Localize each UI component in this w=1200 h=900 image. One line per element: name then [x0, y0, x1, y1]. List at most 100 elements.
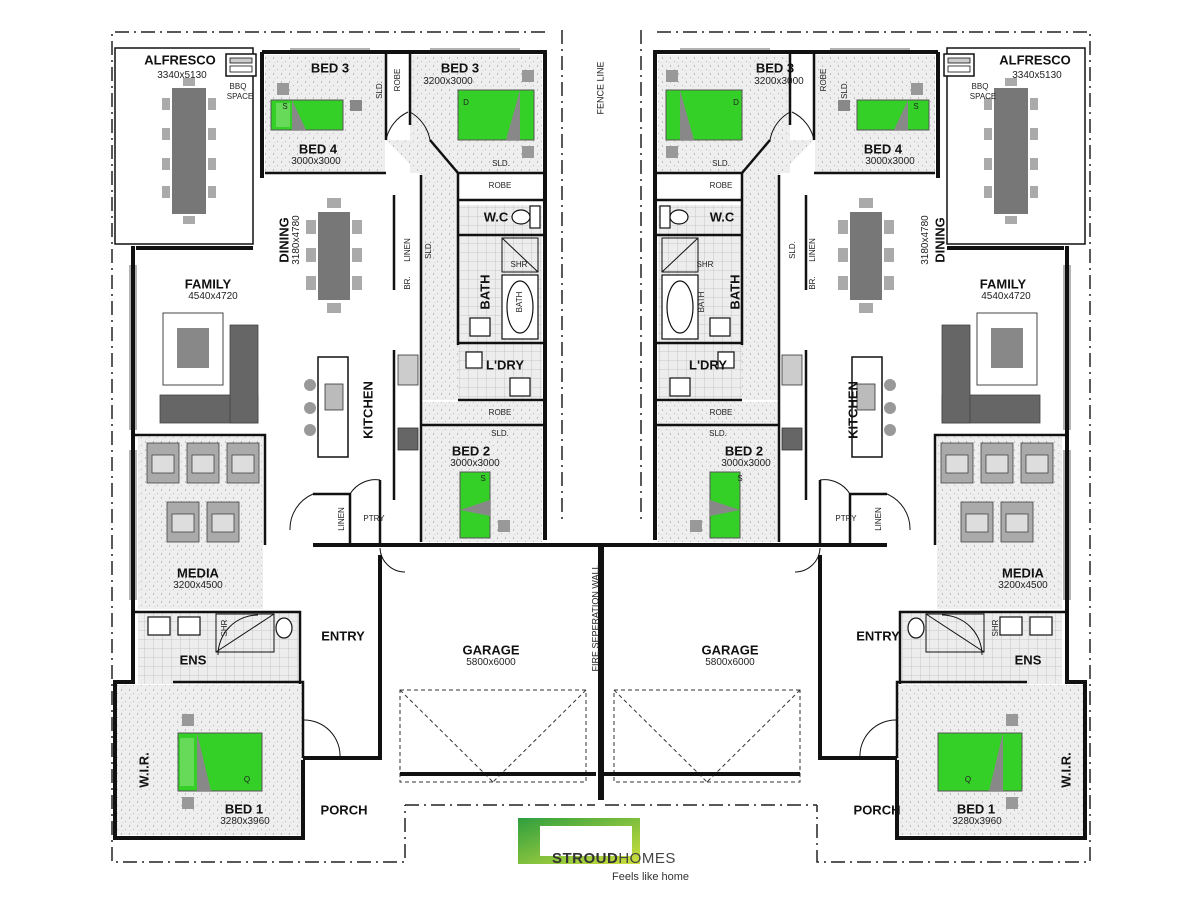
room-size-family: 4540x4720	[981, 291, 1031, 302]
bathtub-icon	[501, 274, 539, 340]
room-label-porch: PORCH	[320, 802, 368, 818]
shower	[215, 237, 539, 653]
dining-table-icon	[162, 78, 216, 224]
bed-mark-q: Q	[964, 775, 972, 784]
bed-icon	[457, 70, 535, 158]
kitchen-island	[304, 354, 419, 458]
garage-door-icon	[613, 689, 801, 783]
linen-label: LINEN	[403, 238, 412, 262]
room-label-bed4: BED 4	[298, 141, 338, 157]
room-size-bed2: 3000x3000	[450, 458, 500, 469]
robe-bed3: ROBE	[819, 68, 828, 92]
room-label-bed3-b: BED 3	[440, 60, 480, 76]
bed-mark-d: D	[463, 98, 469, 107]
linen-label-2: LINEN	[874, 507, 883, 531]
room-size-bed3: 3200x3000	[754, 76, 804, 87]
left-interior-walls	[133, 52, 545, 758]
room-label-laundry: L'DRY	[689, 357, 727, 373]
left-windows	[129, 48, 520, 600]
shr-label: SHR	[696, 260, 714, 269]
room-size-media: 3200x4500	[998, 580, 1048, 591]
sld-hall: SLD.	[424, 241, 433, 259]
robe-top: ROBE	[709, 181, 733, 190]
robe-bed3: ROBE	[393, 68, 402, 92]
bbq-label-1: BBQ	[971, 82, 989, 91]
room-size-dining: 3180x4780	[291, 215, 302, 265]
room-label-wc: W.C	[483, 209, 509, 225]
room-label-wir: W.I.R.	[136, 752, 152, 788]
room-label-garage: GARAGE	[701, 642, 759, 658]
room-size-garage: 5800x6000	[705, 657, 755, 668]
room-label-media: MEDIA	[177, 565, 219, 581]
room-label-kitchen: KITCHEN	[845, 381, 861, 439]
sld-bed2: SLD.	[709, 429, 727, 438]
dining-table-icon	[838, 198, 894, 313]
bathtub-label: BATH	[515, 291, 524, 313]
room-label-entry: ENTRY	[321, 628, 365, 644]
door-swing-icon	[769, 111, 983, 759]
shr-label: SHR	[510, 260, 528, 269]
bbq-label-1: BBQ	[229, 82, 247, 91]
garage-door-icon	[399, 689, 587, 783]
room-label-kitchen: KITCHEN	[360, 381, 376, 439]
bbq-icon	[225, 53, 257, 77]
bed-mark-s4: S	[913, 102, 919, 111]
room-label-bed1: BED 1	[224, 801, 264, 817]
room-label-alfresco: ALFRESCO	[144, 52, 216, 68]
sld-bed4: SLD.	[840, 81, 849, 99]
room-size-alfresco: 3340x5130	[1012, 70, 1062, 81]
room-size-bed4: 3000x3000	[291, 156, 341, 167]
boundary-lines	[111, 30, 1091, 863]
room-label-bed4: BED 4	[863, 141, 903, 157]
br-label: BR.	[808, 276, 817, 290]
bed-icon	[177, 714, 263, 809]
room-label-media: MEDIA	[1002, 565, 1044, 581]
toilet-icon	[511, 205, 541, 229]
room-label-bed2: BED 2	[451, 443, 491, 459]
bathtub-label: BATH	[697, 291, 706, 313]
dining-table-icon	[306, 198, 362, 313]
bed-mark-s2: S	[480, 474, 486, 483]
fence-line-label: FENCE LINE	[595, 61, 606, 115]
bbq-label-2: SPACE	[226, 92, 254, 101]
bathtub-icon	[661, 274, 699, 340]
ptry-label: PTRY	[835, 514, 857, 523]
room-label-wc: W.C	[709, 209, 735, 225]
robe-bed2: ROBE	[488, 408, 512, 417]
room-label-garage: GARAGE	[462, 642, 520, 658]
sld-bed4: SLD.	[375, 81, 384, 99]
logo-mark	[518, 818, 640, 864]
room-size-bed2: 3000x3000	[721, 458, 771, 469]
room-label-ens: ENS	[179, 652, 207, 668]
room-label-bed2: BED 2	[724, 443, 764, 459]
room-size-dining: 3180x4780	[920, 215, 931, 265]
room-label-dining: DINING	[932, 217, 948, 263]
bed-mark-s2: S	[737, 474, 743, 483]
room-label-alfresco: ALFRESCO	[999, 52, 1071, 68]
room-label-bath: BATH	[477, 274, 493, 310]
door-swing-icon	[217, 111, 431, 759]
sld-bed3: SLD.	[712, 159, 730, 168]
room-label-bath: BATH	[727, 274, 743, 310]
shr-ens-label: SHR	[991, 619, 1000, 637]
room-label-family: FAMILY	[979, 276, 1027, 292]
sofa-icon	[159, 324, 259, 424]
bed-icon	[937, 714, 1023, 809]
linen-label-2: LINEN	[337, 507, 346, 531]
shr-ens-label: SHR	[220, 619, 229, 637]
bed-mark-d: D	[733, 98, 739, 107]
robe-top: ROBE	[488, 181, 512, 190]
bbq-label-2: SPACE	[969, 92, 997, 101]
sld-hall: SLD.	[788, 241, 797, 259]
bed-icon	[459, 471, 510, 539]
kitchen-island	[781, 354, 896, 458]
room-label-dining: DINING	[276, 217, 292, 263]
room-size-media: 3200x4500	[173, 580, 223, 591]
room-size-alfresco: 3340x5130	[157, 70, 207, 81]
left-walls	[113, 50, 608, 840]
robe-bed2: ROBE	[709, 408, 733, 417]
room-label-bed3: BED 3	[310, 60, 350, 76]
ptry-label: PTRY	[363, 514, 385, 523]
room-size-bed1: 3280x3960	[952, 816, 1002, 827]
